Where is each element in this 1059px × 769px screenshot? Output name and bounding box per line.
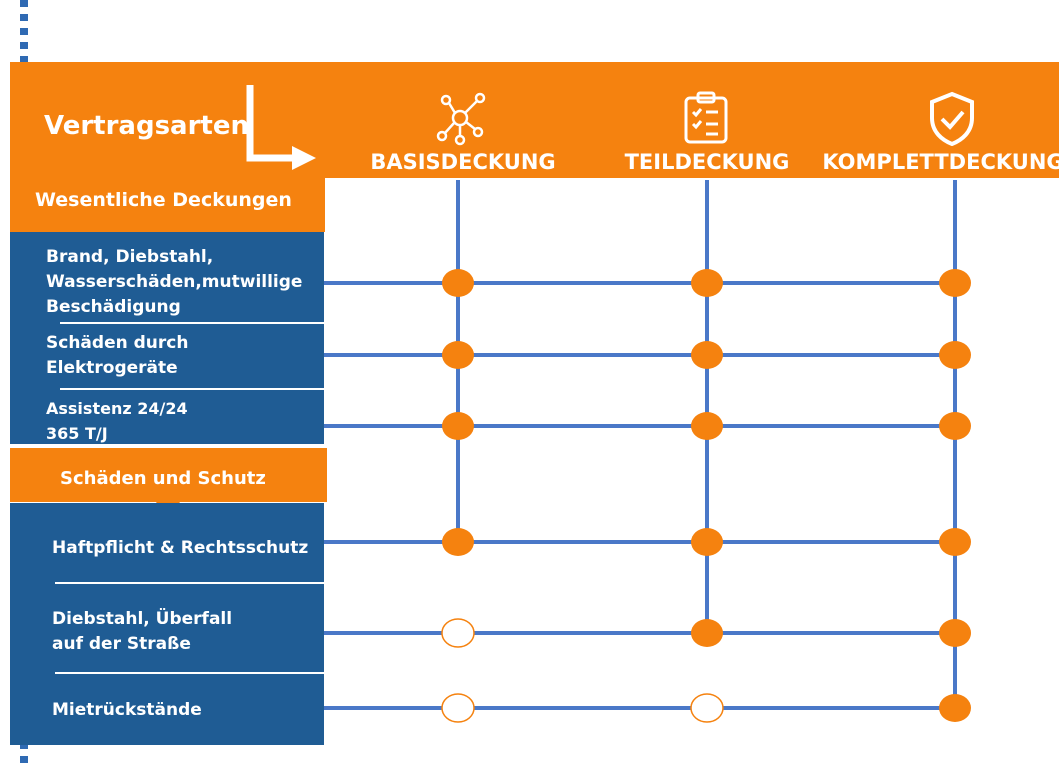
section-panel bbox=[10, 232, 324, 444]
covered-marker bbox=[939, 619, 971, 647]
covered-marker bbox=[691, 619, 723, 647]
not-covered-marker bbox=[441, 693, 475, 723]
column-teildeckung: TEILDECKUNG bbox=[624, 150, 790, 174]
covered-marker bbox=[442, 341, 474, 369]
covered-marker bbox=[691, 528, 723, 556]
covered-marker bbox=[939, 412, 971, 440]
row-label: Mietrückstände bbox=[52, 700, 202, 720]
covered-marker bbox=[939, 528, 971, 556]
section-title: Wesentliche Deckungen bbox=[10, 178, 325, 232]
row-label: Diebstahl, Überfall auf der Straße bbox=[52, 609, 233, 654]
row-divider bbox=[55, 672, 324, 674]
row-label: Brand, Diebstahl, Wasserschäden,mutwilli… bbox=[46, 247, 303, 317]
not-covered-marker bbox=[441, 618, 475, 648]
covered-marker bbox=[442, 269, 474, 297]
covered-marker bbox=[939, 694, 971, 722]
row-divider bbox=[55, 582, 324, 584]
covered-marker bbox=[691, 269, 723, 297]
covered-marker bbox=[939, 341, 971, 369]
clipboard-checklist-icon bbox=[684, 91, 728, 144]
section-title: Schäden und Schutz bbox=[60, 468, 266, 489]
covered-marker bbox=[939, 269, 971, 297]
row-label: Assistenz 24/24 365 T/J bbox=[46, 399, 188, 443]
page-title: Vertragsarten bbox=[44, 111, 249, 141]
section-banner bbox=[10, 448, 327, 518]
covered-marker bbox=[442, 412, 474, 440]
header-bar bbox=[10, 62, 1059, 178]
row-divider bbox=[60, 322, 324, 324]
section-panel bbox=[10, 503, 324, 745]
covered-marker bbox=[691, 341, 723, 369]
network-nodes-icon bbox=[436, 92, 486, 146]
not-covered-marker bbox=[690, 693, 724, 723]
covered-marker bbox=[442, 528, 474, 556]
shield-check-icon bbox=[930, 91, 974, 146]
row-divider bbox=[60, 388, 324, 390]
column-basisdeckung: BASISDECKUNG bbox=[370, 150, 556, 174]
arrow-right-icon bbox=[246, 85, 316, 170]
row-label: Schäden durch Elektrogeräte bbox=[46, 333, 189, 378]
column-komplettdeckung: KOMPLETTDECKUNG bbox=[822, 150, 1059, 174]
row-label: Haftpflicht & Rechtsschutz bbox=[52, 538, 309, 558]
covered-marker bbox=[691, 412, 723, 440]
